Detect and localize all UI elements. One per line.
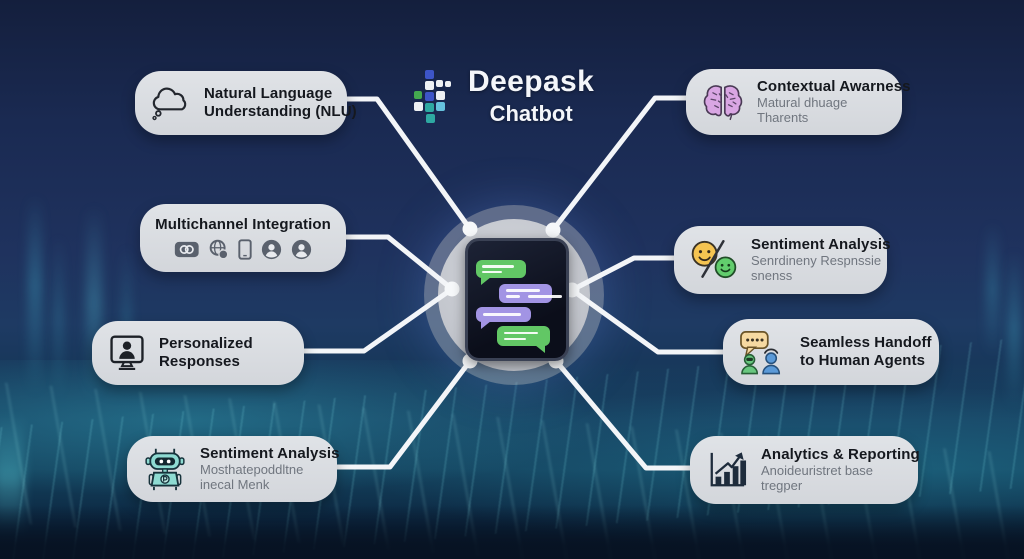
- feature-subtitle: Senrdineny Respnssie: [751, 253, 882, 269]
- connector-node: [444, 281, 460, 297]
- chat-handoff-icon: [738, 330, 788, 375]
- brand-subtitle: Chatbot: [489, 100, 573, 126]
- connector-seamless: [569, 287, 727, 355]
- feature-title: Sentiment Analysis: [751, 236, 891, 254]
- user-avatar-icon: [261, 239, 282, 260]
- feature-title: to Human Agents: [800, 352, 926, 369]
- connector-nlu: [344, 96, 473, 232]
- connector-multichannel: [343, 234, 455, 292]
- feature-title: Understanding (NLU): [204, 103, 357, 120]
- bubble-tail: [481, 277, 491, 285]
- robot-icon: [142, 446, 188, 492]
- feature-box-multichannel: Multichannel Integration: [140, 204, 346, 272]
- feature-subtitle: Tharents: [757, 110, 809, 125]
- connector-contextual: [550, 95, 690, 233]
- feature-box-nlu: Natural Language Understanding (NLU): [135, 71, 357, 135]
- chat-bubble-outgoing: [476, 307, 531, 329]
- feature-box-contextual-awareness: Contextual Awarness Matural dhuage Thare…: [686, 69, 911, 135]
- brand-header: Deepask Chatbot: [414, 66, 594, 127]
- bar-chart-icon: [705, 450, 749, 490]
- chat-bubble-incoming: [476, 260, 526, 285]
- feature-subtitle: snenss: [751, 268, 793, 283]
- user-avatar-icon: [291, 239, 312, 260]
- chat-bubble-outgoing: [499, 284, 552, 303]
- globe-share-icon: [208, 239, 229, 260]
- connector-sentiment-right: [569, 255, 678, 293]
- connector-node: [545, 222, 561, 238]
- feature-title: Analytics & Reporting: [761, 446, 920, 464]
- brain-icon: [701, 82, 745, 122]
- thought-cloud-icon: [150, 84, 192, 122]
- smartphone-icon: [238, 239, 252, 260]
- feature-box-analytics-reporting: Analytics & Reporting Anoideuristret bas…: [690, 436, 920, 504]
- feature-box-sentiment-analysis-right: Sentiment Analysis Senrdineny Respnssie …: [674, 226, 891, 294]
- feature-box-seamless-handoff: Seamless Handoff to Human Agents: [723, 319, 939, 385]
- chat-bubble-incoming: [497, 326, 550, 353]
- feature-subtitle: inecal Menk: [200, 477, 270, 492]
- feature-box-personalized: Personalized Responses: [92, 321, 304, 385]
- smiley-faces-icon: [689, 239, 739, 281]
- feature-title: Multichannel Integration: [155, 216, 331, 233]
- brand-name: Deepask: [468, 65, 595, 98]
- chatbot-tablet-icon: [465, 238, 569, 361]
- connector-analytics: [553, 358, 694, 471]
- pixel-grid-logo-icon: [414, 70, 458, 126]
- feature-title: Sentiment Analysis: [200, 445, 340, 463]
- connector-node: [462, 221, 478, 237]
- feature-title: Personalized: [159, 335, 253, 352]
- feature-subtitle: Mosthatepoddltne: [200, 462, 304, 478]
- connector-sentiment-left: [333, 358, 473, 470]
- feature-subtitle: Anoideuristret base: [761, 463, 874, 479]
- feature-title: Natural Language: [204, 85, 333, 102]
- connector-personalized: [301, 286, 455, 354]
- channel-icons-row: [174, 239, 313, 260]
- feature-title: Responses: [159, 353, 240, 370]
- bubble-tail: [535, 345, 545, 353]
- feature-box-sentiment-analysis-left: Sentiment Analysis Mosthatepoddltne inec…: [127, 436, 340, 502]
- chat-card-icon: [174, 241, 200, 258]
- feature-title: Seamless Handoff: [800, 334, 932, 351]
- monitor-user-icon: [107, 333, 147, 373]
- feature-subtitle: Matural dhuage: [757, 95, 848, 111]
- feature-title: Contextual Awarness: [757, 78, 911, 96]
- bubble-tail: [481, 321, 491, 329]
- feature-subtitle: tregper: [761, 478, 803, 493]
